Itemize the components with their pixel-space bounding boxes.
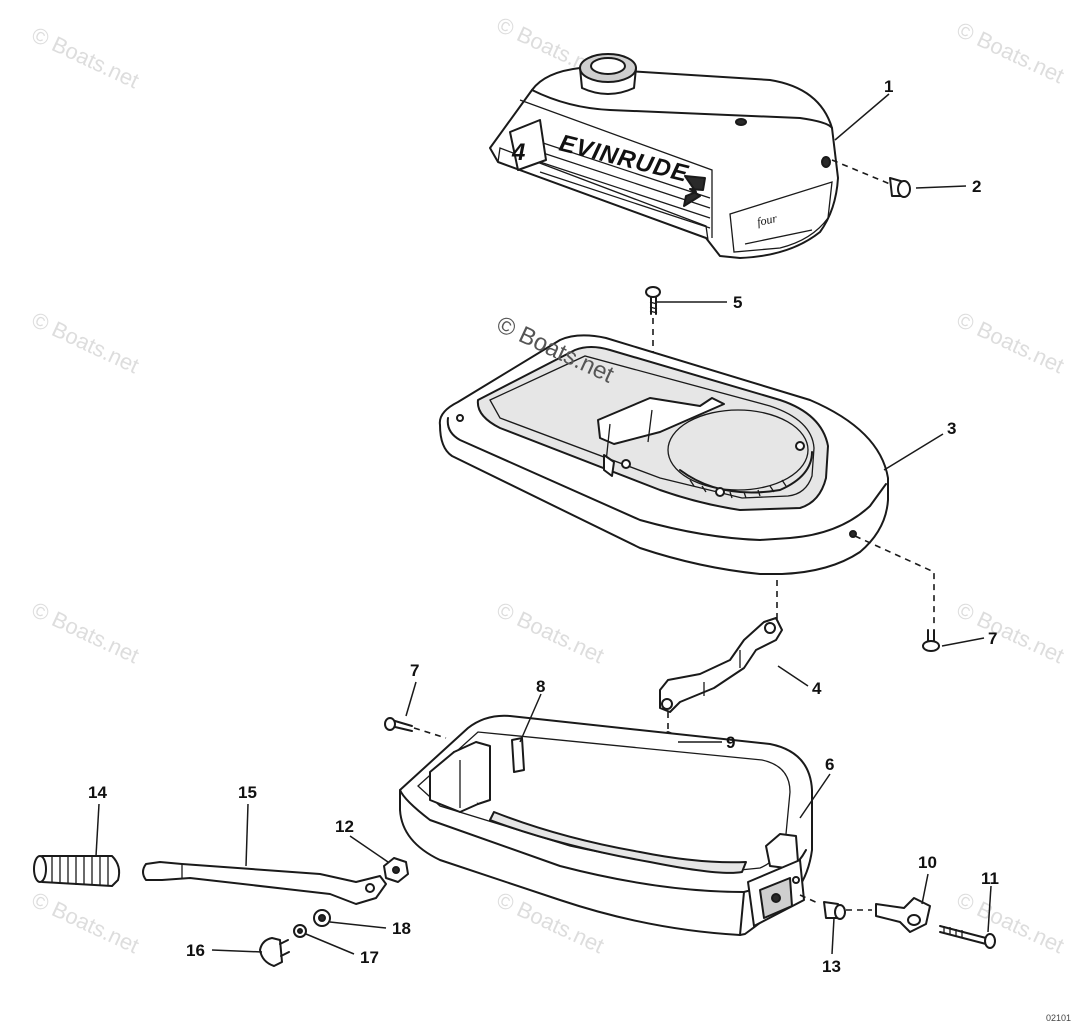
part-6-lower-pan[interactable]	[399, 714, 813, 936]
callout-labels: 1 2 3 5 7 7 8 4 9 6 10 11 13 14 15 12 18…	[88, 77, 999, 976]
part-15-tiller-arm[interactable]	[142, 861, 387, 905]
leader-lines	[95, 93, 992, 955]
part-2-grommet[interactable]	[831, 159, 911, 198]
callout-17: 17	[360, 948, 379, 967]
cowl-model-numeral: 4	[511, 139, 526, 166]
part-17-washer[interactable]	[293, 924, 307, 938]
watermark-top-left: © Boats.net	[28, 22, 143, 93]
callout-5: 5	[733, 293, 742, 312]
callout-4: 4	[812, 679, 822, 698]
part-4-bracket[interactable]	[659, 617, 783, 713]
part-1-engine-cover[interactable]: 4 EVINRUDE four	[489, 53, 839, 259]
callout-18: 18	[392, 919, 411, 938]
watermark-low-left: © Boats.net	[28, 597, 143, 668]
callout-2: 2	[972, 177, 981, 196]
callout-11: 11	[981, 869, 999, 888]
part-7-screw-left[interactable]	[384, 717, 447, 739]
part-7-screw-right[interactable]	[922, 629, 940, 652]
part-16-screw[interactable]	[259, 937, 290, 967]
callout-1: 1	[884, 77, 893, 96]
watermark-bottom-left: © Boats.net	[28, 887, 143, 958]
callout-14: 14	[88, 783, 107, 802]
part-14-tiller-grip[interactable]	[33, 855, 121, 887]
watermark-mid-right: © Boats.net	[953, 307, 1068, 378]
part-13-latch-stud[interactable]	[799, 894, 846, 920]
watermark-low-right: © Boats.net	[953, 597, 1068, 668]
callout-10: 10	[918, 853, 937, 872]
callout-15: 15	[238, 783, 257, 802]
callout-7-left: 7	[410, 661, 419, 680]
callout-6: 6	[825, 755, 834, 774]
callout-9: 9	[726, 733, 735, 752]
callout-12: 12	[335, 817, 354, 836]
watermark-bottom-right: © Boats.net	[953, 887, 1068, 958]
watermark-mid-left: © Boats.net	[28, 307, 143, 378]
callout-16: 16	[186, 941, 205, 960]
callout-13: 13	[822, 957, 841, 976]
callout-8: 8	[536, 677, 545, 696]
part-3-motor-cover[interactable]: © Boats.net	[438, 311, 889, 575]
watermark-top-right: © Boats.net	[953, 17, 1068, 88]
part-12-nut[interactable]	[383, 857, 409, 883]
dashed-connector-3-to-7	[854, 535, 935, 626]
watermark-low-center: © Boats.net	[493, 597, 608, 668]
part-18-washer[interactable]	[313, 909, 331, 927]
callout-7-right: 7	[988, 629, 997, 648]
callout-3: 3	[947, 419, 956, 438]
corner-code: 02101	[1046, 1013, 1071, 1023]
part-10-latch-lever[interactable]	[846, 897, 931, 933]
cowl-side-model-text: four	[756, 211, 779, 229]
part-11-bolt[interactable]	[939, 925, 996, 949]
